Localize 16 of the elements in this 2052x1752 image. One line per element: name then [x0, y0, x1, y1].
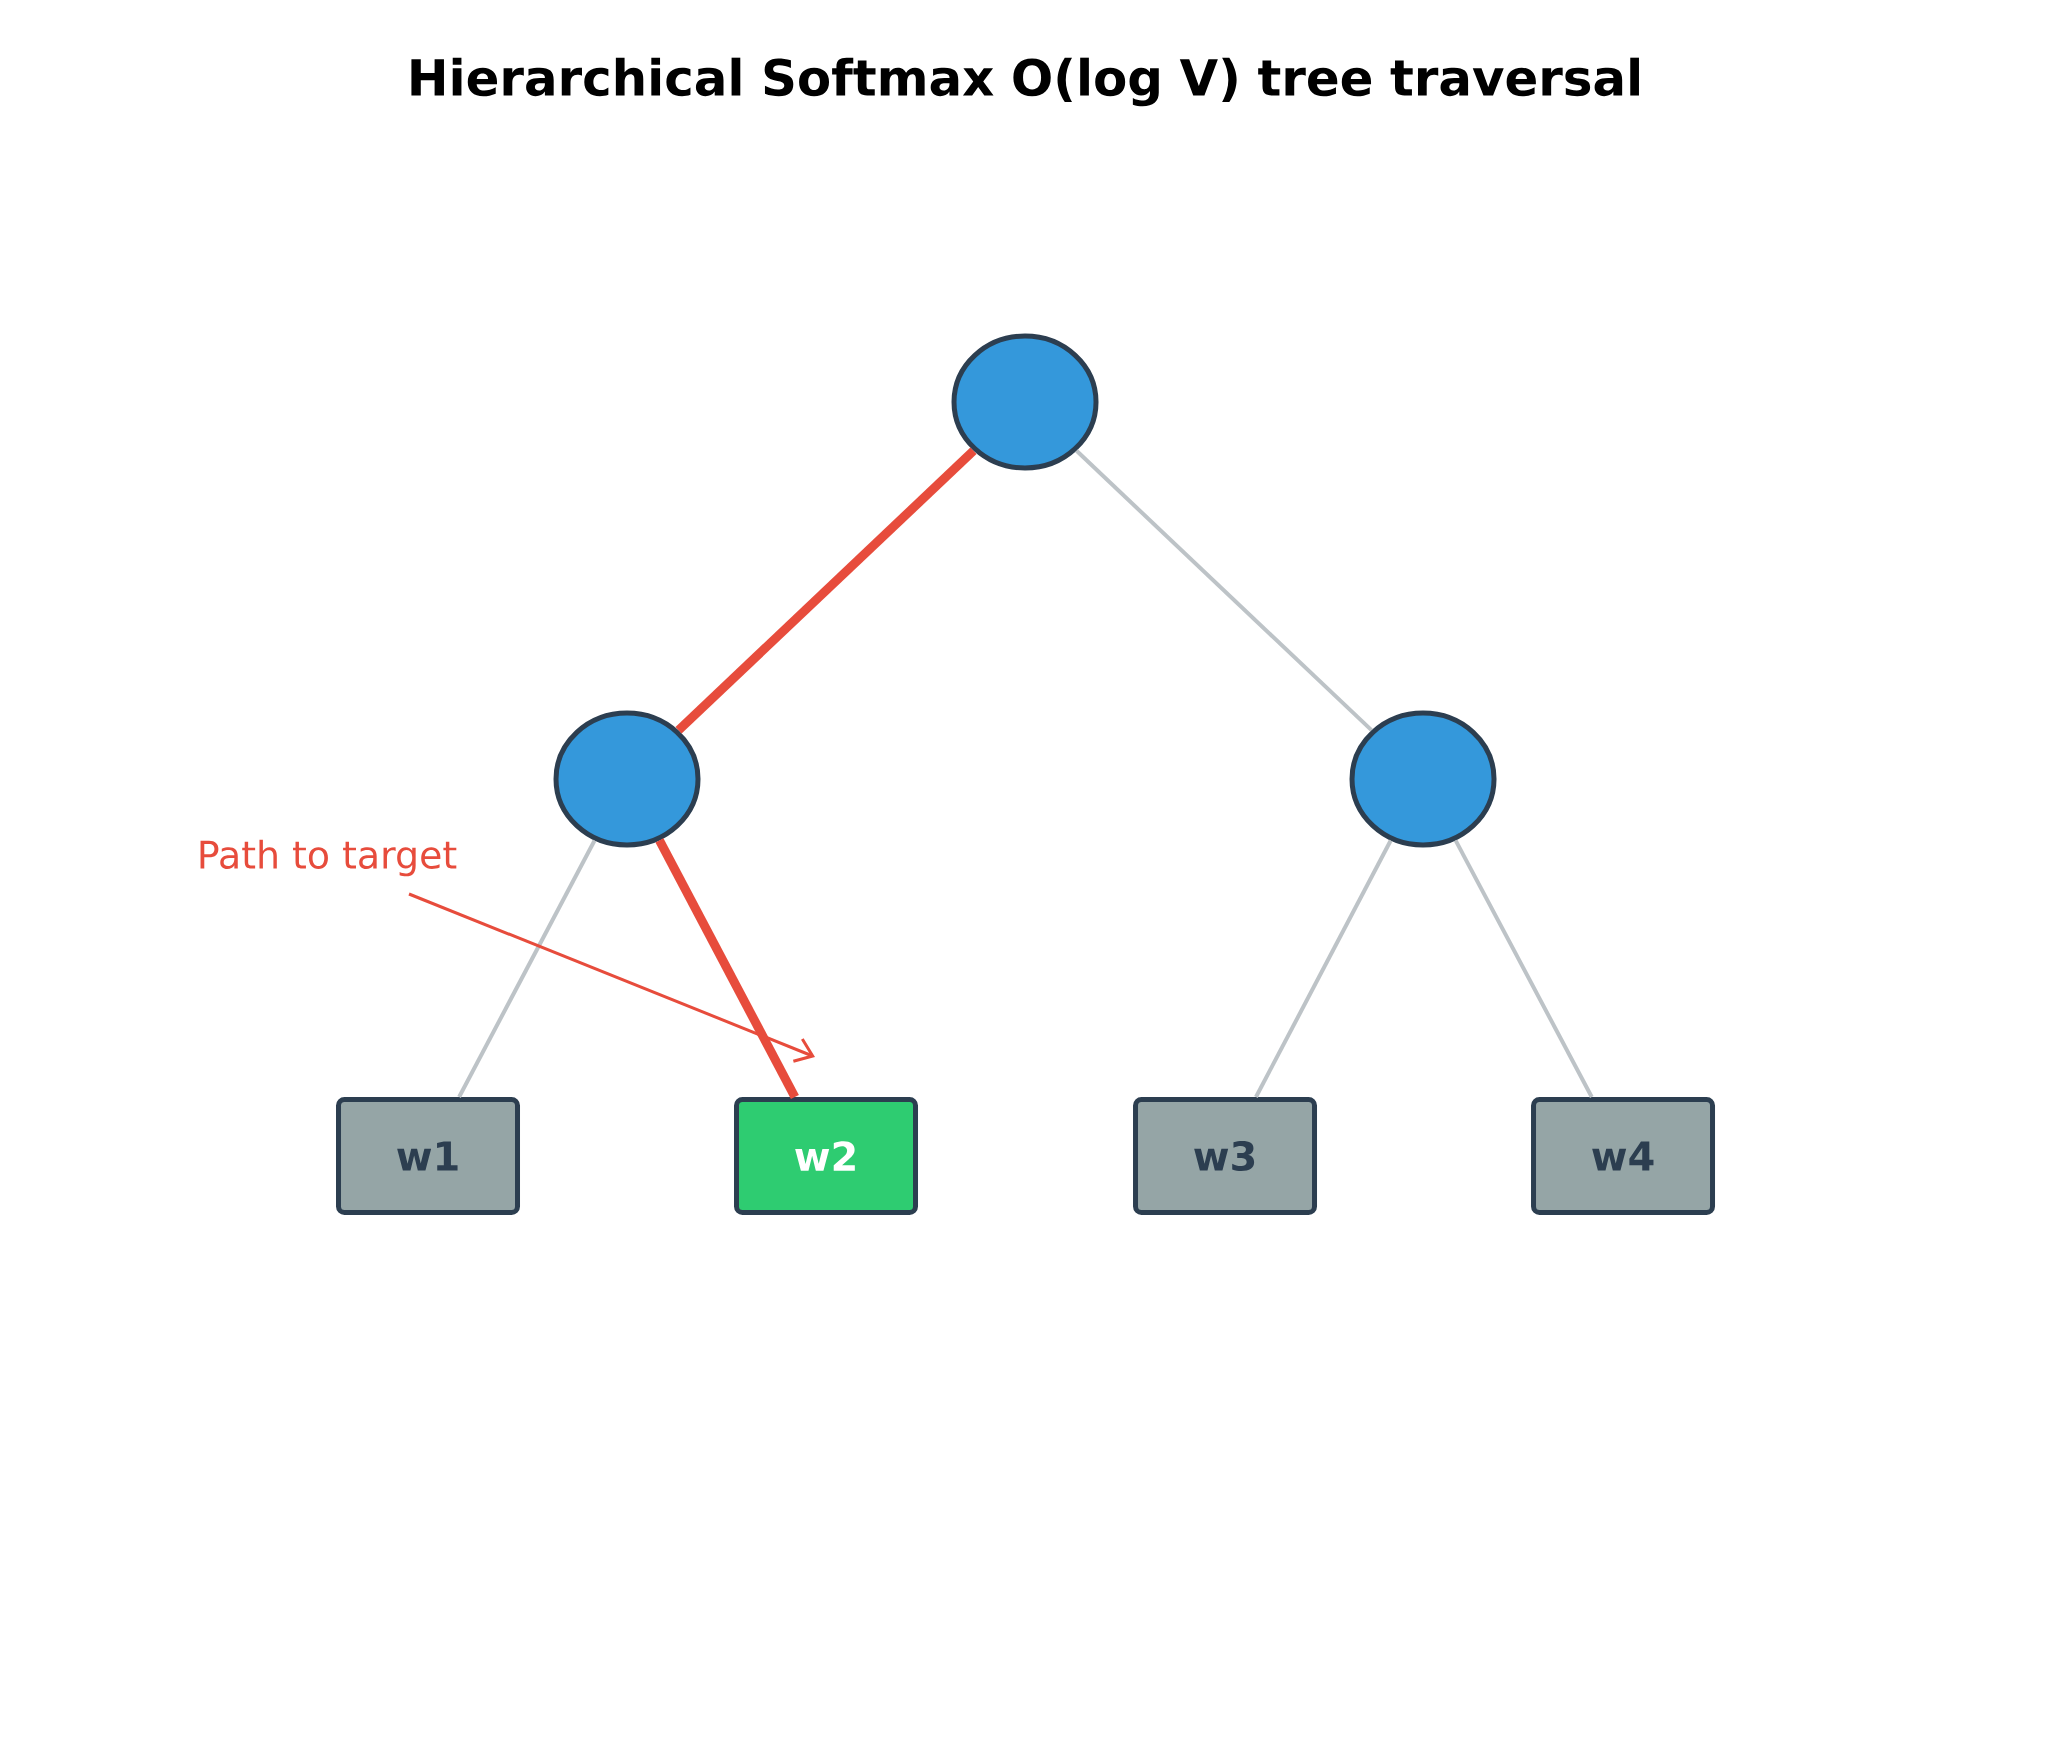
tree-edge — [1254, 839, 1393, 1098]
leader-arrow — [408, 892, 815, 1063]
leaf-word-box: w2 — [734, 1097, 918, 1215]
tree-edge — [457, 839, 597, 1098]
tree-edge — [1453, 839, 1594, 1098]
tree-node-circle — [553, 710, 701, 848]
leaf-word-box: w4 — [1531, 1097, 1715, 1215]
title: Hierarchical Softmax O(log V) tree traversal — [411, 57, 1639, 107]
path-edge — [655, 838, 799, 1100]
tree-edge — [1075, 449, 1373, 732]
path-edge — [675, 447, 977, 734]
annotation-text: Path to target — [200, 839, 457, 877]
tree-node-circle — [1349, 710, 1497, 848]
leaf-word-box: w1 — [336, 1097, 520, 1215]
tree-node-circle — [951, 333, 1099, 471]
leaf-word-box: w3 — [1133, 1097, 1317, 1215]
